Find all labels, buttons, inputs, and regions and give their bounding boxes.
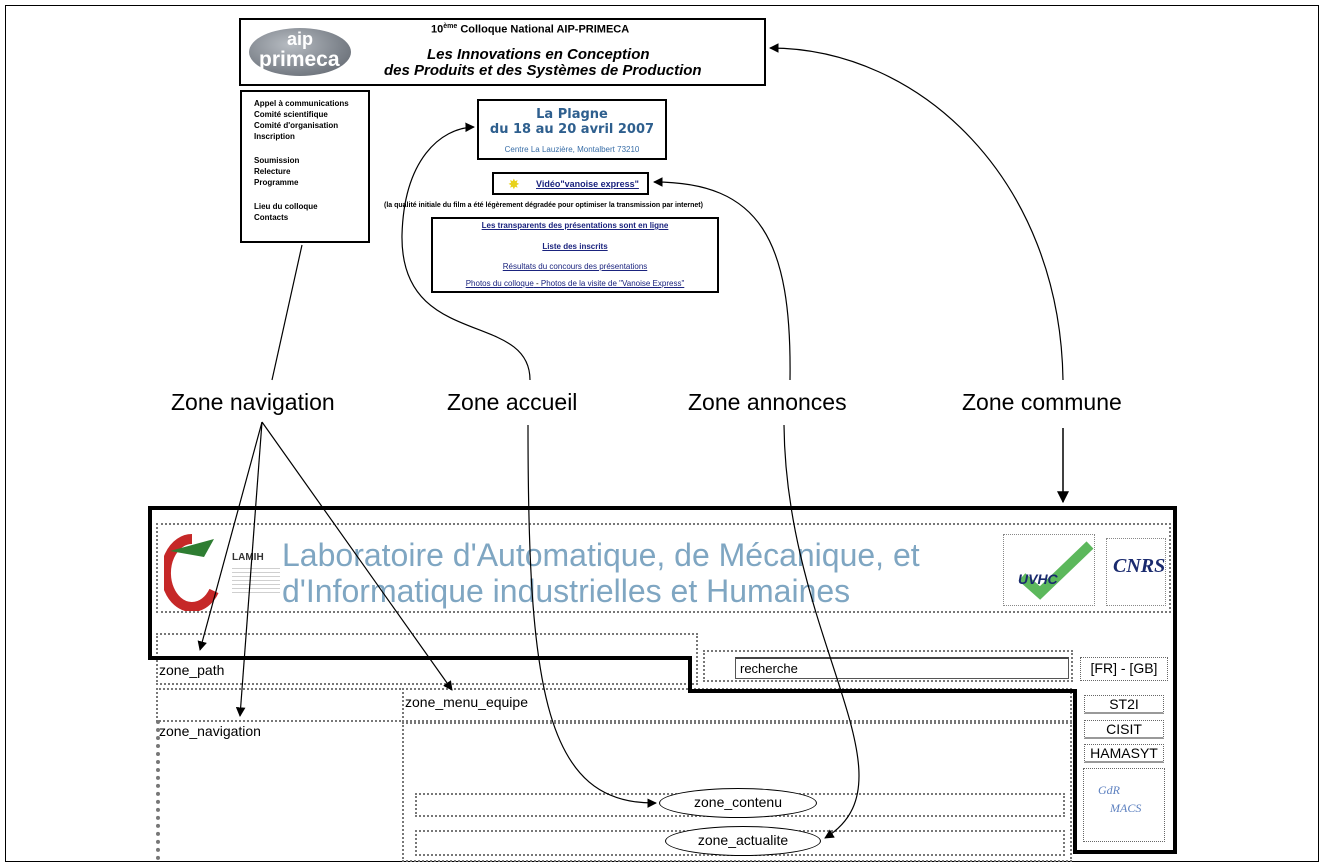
logo-text-bottom: primeca (259, 48, 340, 71)
nav-item-soumission[interactable]: Soumission (254, 156, 300, 165)
photos-row: Photos du colloque - Photos de la visite… (433, 279, 717, 288)
welcome-box: La Plagne du 18 au 20 avril 2007 Centre … (477, 99, 667, 160)
lamih-text: LAMIH (232, 552, 264, 563)
nav-item-contacts[interactable]: Contacts (254, 213, 289, 222)
photos-colloque-link[interactable]: Photos du colloque (465, 279, 534, 288)
event-place: La Plagne (536, 107, 608, 122)
uvhc-logo: UVHC (1003, 534, 1095, 606)
navigation-menu: Appel à communications Comité scientifiq… (240, 90, 370, 243)
slides-link[interactable]: Les transparents des présentations sont … (481, 221, 669, 230)
nav-item-programme[interactable]: Programme (254, 178, 299, 187)
zone-navigation-edge (156, 720, 160, 860)
lab-title-line1: Laboratoire d'Automatique, de Mécanique,… (282, 537, 920, 573)
gdr-text: GdR (1098, 783, 1120, 797)
common-header: aip primeca 10ème Colloque National AIP-… (239, 18, 766, 86)
video-note: (la qualité initiale du film a été légèr… (384, 202, 703, 209)
arrow-to-video-box (653, 177, 791, 381)
gdr-macs-logo: GdR MACS (1083, 768, 1165, 842)
zone-path-label: zone_path (159, 662, 225, 678)
registrants-link[interactable]: Liste des inscrits (542, 242, 608, 251)
zone-actualite-label: zone_actualite (665, 826, 821, 856)
banner-zone (156, 523, 1171, 613)
star-icon: ✸ (508, 176, 520, 192)
cnrs-text: CNRS (1113, 555, 1166, 577)
photos-visit-link[interactable]: Photos de la visite de "Vanoise Express" (540, 279, 685, 288)
content-area (402, 722, 1072, 862)
label-zone-annonces: Zone annonces (688, 389, 847, 415)
event-venue: Centre La Lauzière, Montalbert 73210 (504, 145, 640, 154)
contest-results-link[interactable]: Résultats du concours des présentations (502, 262, 648, 271)
aip-primeca-logo: aip primeca (249, 28, 351, 76)
team-button-hamasyt[interactable]: HAMASYT (1084, 744, 1164, 763)
arrow-to-zone-contenu (527, 424, 657, 808)
cnrs-logo: CNRS (1106, 538, 1166, 606)
search-zone (703, 650, 1073, 682)
language-switch[interactable]: [FR] - [GB] (1080, 657, 1168, 681)
team-button-st2i[interactable]: ST2I (1084, 695, 1164, 714)
label-zone-accueil: Zone accueil (447, 389, 578, 415)
header-title-line1: Les Innovations en Conception (427, 46, 650, 63)
arrow-to-zone-menu-equipe (261, 421, 453, 691)
lab-title: Laboratoire d'Automatique, de Mécanique,… (282, 537, 920, 609)
lab-title-line2: d'Informatique industrielles et Humaines (282, 573, 851, 609)
uvhc-text: UVHC (1018, 571, 1058, 587)
arrow-to-welcome-box (401, 122, 531, 381)
macs-text: MACS (1110, 801, 1142, 815)
common-zone-outline (148, 506, 1177, 854)
logo-text-top: aip (287, 29, 314, 49)
search-input[interactable]: recherche (735, 657, 1069, 679)
nav-item-comite-scientifique[interactable]: Comité scientifique (254, 110, 328, 119)
lamih-logo (164, 533, 219, 611)
nav-item-comite-organisation[interactable]: Comité d'organisation (254, 121, 339, 130)
nav-menu-connector (271, 244, 303, 381)
photos-separator: - (533, 279, 541, 288)
header-title-line2: des Produits et des Systèmes de Producti… (384, 62, 702, 79)
arrow-to-zone-path (197, 421, 263, 651)
zone-contenu-label: zone_contenu (659, 788, 817, 818)
nav-item-lieu[interactable]: Lieu du colloque (254, 202, 318, 211)
label-zone-navigation: Zone navigation (171, 389, 335, 415)
video-link[interactable]: Vidéo"vanoise express" (536, 179, 639, 189)
event-dates: du 18 au 20 avril 2007 (489, 122, 655, 137)
nav-item-appel[interactable]: Appel à communications (254, 99, 349, 108)
zone-navigation-label: zone_navigation (159, 723, 261, 739)
arrow-to-zone-navigation (235, 421, 263, 717)
team-button-cisit[interactable]: CISIT (1084, 720, 1164, 739)
nav-item-inscription[interactable]: Inscription (254, 132, 295, 141)
announcements-box: Les transparents des présentations sont … (431, 217, 719, 293)
zone-menu-equipe-label: zone_menu_equipe (405, 694, 528, 710)
header-colloque-line: 10ème Colloque National AIP-PRIMECA (431, 23, 630, 36)
nav-item-relecture[interactable]: Relecture (254, 167, 291, 176)
video-announcement: ✸ Vidéo"vanoise express" (492, 172, 649, 195)
label-zone-commune: Zone commune (962, 389, 1122, 415)
lamih-caption (232, 568, 280, 596)
arrow-to-zone-actualite (783, 424, 860, 839)
arrow-to-common-header (769, 43, 1064, 381)
